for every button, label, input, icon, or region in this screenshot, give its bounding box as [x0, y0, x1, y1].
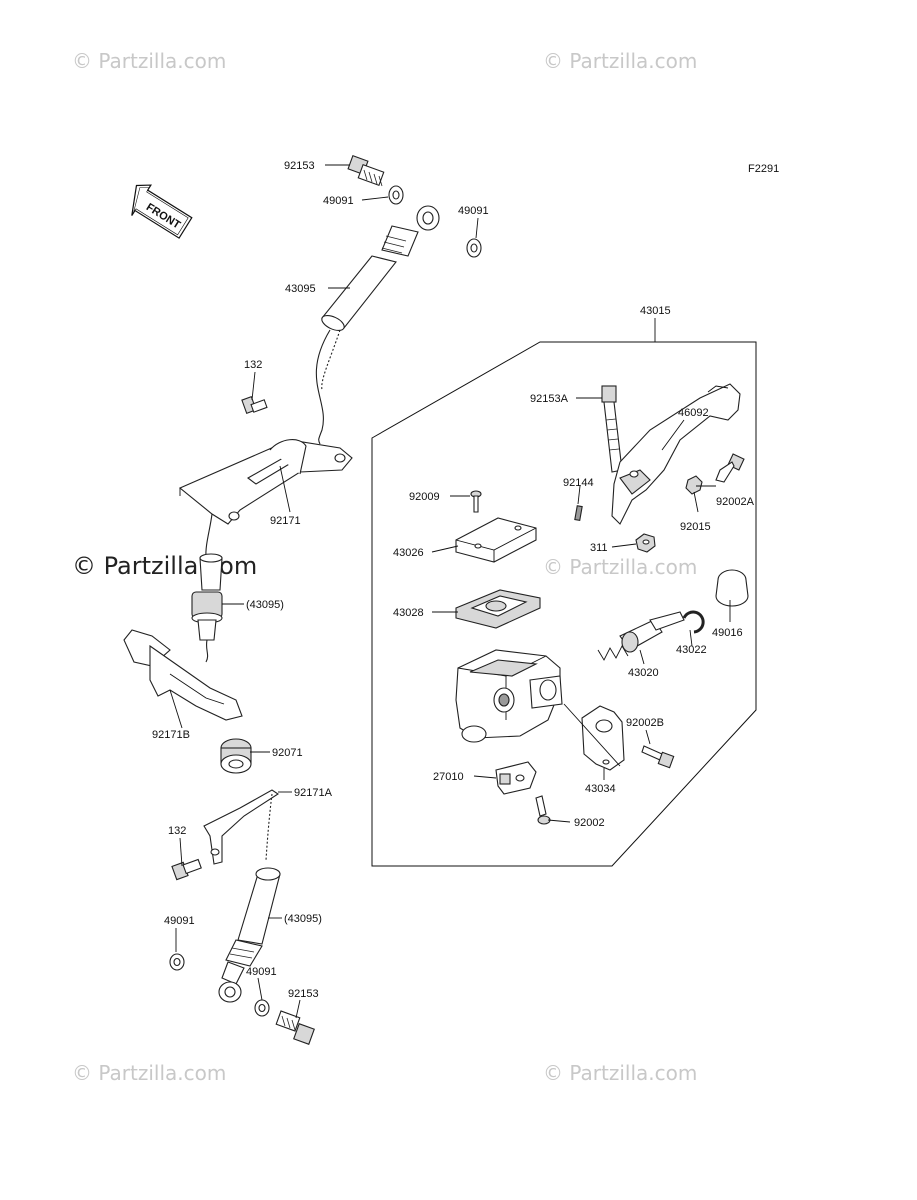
- switch-27010-icon: [495, 761, 537, 795]
- brand-mark: © Partzilla.com: [72, 552, 257, 580]
- part-label-311[interactable]: 311: [590, 542, 608, 554]
- watermark-bottom-right: © Partzilla.com: [543, 1061, 697, 1085]
- part-label-43020[interactable]: 43020: [628, 667, 659, 679]
- watermark-top-left: © Partzilla.com: [72, 49, 226, 73]
- watermark-bottom-left: © Partzilla.com: [72, 1061, 226, 1085]
- part-label-92015[interactable]: 92015: [680, 521, 711, 533]
- part-label-49091-top-2[interactable]: 49091: [458, 205, 489, 217]
- watermark-middle: © Partzilla.com: [543, 555, 697, 579]
- reservoir-cap-43026-icon: [455, 517, 537, 563]
- brake-hose-middle-icon: [191, 513, 223, 663]
- part-label-43028[interactable]: 43028: [393, 607, 424, 619]
- brake-lever-46092-icon: [611, 383, 741, 525]
- watermark-top-right: © Partzilla.com: [543, 49, 697, 73]
- diaphragm-43028-icon: [455, 589, 541, 629]
- pin-92144-icon: [574, 505, 583, 522]
- part-label-49091-lower-1[interactable]: 49091: [164, 915, 195, 927]
- part-label-46092[interactable]: 46092: [678, 407, 709, 419]
- bracket-92171-icon: [178, 439, 353, 525]
- bracket-92171A-icon: [203, 789, 280, 865]
- part-label-43022[interactable]: 43022: [676, 644, 707, 656]
- part-label-92171A[interactable]: 92171A: [294, 787, 333, 799]
- part-label-92171B[interactable]: 92171B: [152, 729, 190, 741]
- part-label-43034[interactable]: 43034: [585, 783, 616, 795]
- right-leader-lines: [431, 397, 731, 823]
- left-leader-lines: [169, 164, 479, 1019]
- part-label-92002B[interactable]: 92002B: [626, 717, 664, 729]
- banjo-bolt-lower-icon: [275, 1010, 315, 1045]
- part-label-92002[interactable]: 92002: [574, 817, 605, 829]
- part-label-43026[interactable]: 43026: [393, 547, 424, 559]
- banjo-bolt-top-icon: [347, 154, 385, 187]
- piston-43020-icon: [597, 611, 685, 661]
- part-label-132-top[interactable]: 132: [244, 359, 262, 371]
- part-label-43095-middle[interactable]: (43095): [246, 599, 284, 611]
- part-label-49016[interactable]: 49016: [712, 627, 743, 639]
- screw-92002A-icon: [715, 453, 745, 483]
- bracket-92171B-icon: [123, 629, 243, 721]
- assembly-outline: [371, 341, 757, 867]
- bolt-132-lower-icon: [171, 858, 202, 881]
- part-label-43095-lower[interactable]: (43095): [284, 913, 322, 925]
- part-label-92002A[interactable]: 92002A: [716, 496, 755, 508]
- part-label-92071[interactable]: 92071: [272, 747, 303, 759]
- nut-92015-icon: [685, 475, 703, 495]
- front-arrow-icon: FRONT: [131, 184, 193, 239]
- screw-92009-icon: [470, 490, 482, 513]
- nut-311-icon: [635, 533, 656, 553]
- screw-92002B-icon: [641, 745, 675, 769]
- part-label-49091-lower-2[interactable]: 49091: [246, 966, 277, 978]
- brake-hose-upper-icon: [315, 205, 440, 445]
- master-cylinder-body-icon: [455, 649, 563, 743]
- part-label-92153A[interactable]: 92153A: [530, 393, 569, 405]
- boot-49016-icon: [715, 569, 749, 607]
- grommet-92071-icon: [220, 738, 252, 774]
- part-label-92153-top[interactable]: 92153: [284, 160, 315, 172]
- part-label-132-lower[interactable]: 132: [168, 825, 186, 837]
- brake-hose-lower-icon: [218, 867, 281, 1003]
- bolt-132-top-icon: [241, 396, 268, 414]
- figure-code: F2291: [748, 163, 779, 175]
- screw-92002-icon: [535, 795, 551, 825]
- part-label-92153-lower[interactable]: 92153: [288, 988, 319, 1000]
- part-label-49091-top-1[interactable]: 49091: [323, 195, 354, 207]
- part-label-92009[interactable]: 92009: [409, 491, 440, 503]
- part-label-92171[interactable]: 92171: [270, 515, 301, 527]
- part-label-92144[interactable]: 92144: [563, 477, 594, 489]
- circlip-43022-icon: [682, 610, 705, 634]
- part-label-43095[interactable]: 43095: [285, 283, 316, 295]
- clamp-43034-icon: [563, 703, 625, 771]
- assembly-label-43015[interactable]: 43015: [640, 305, 671, 317]
- part-label-27010[interactable]: 27010: [433, 771, 464, 783]
- pivot-bolt-92153A-icon: [601, 385, 623, 473]
